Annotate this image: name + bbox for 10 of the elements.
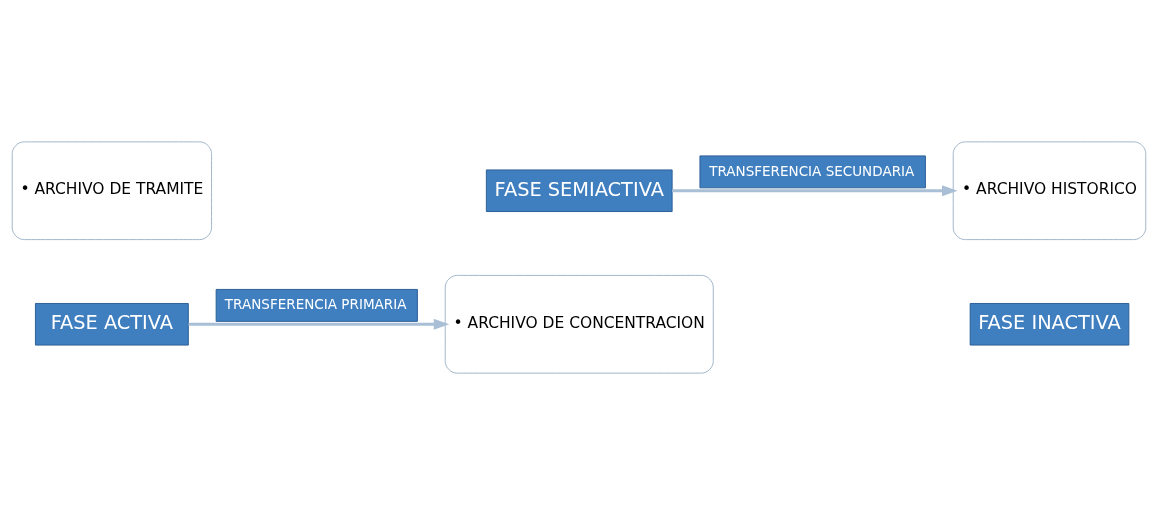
node-box: • ARCHIVO HISTORICO xyxy=(952,140,1147,240)
node-box: FASE SEMIACTIVA xyxy=(485,168,673,212)
node-box: • ARCHIVO DE TRAMITE xyxy=(11,140,213,240)
node-box: • ARCHIVO DE CONCENTRACION xyxy=(444,274,714,374)
edge-label: TRANSFERENCIA PRIMARIA xyxy=(224,295,407,312)
arrow xyxy=(188,318,450,330)
arrow xyxy=(672,184,958,196)
node-box: FASE INACTIVA xyxy=(969,302,1130,346)
node-box: FASE ACTIVA xyxy=(34,302,189,346)
edge-label: TRANSFERENCIA SECUNDARIA xyxy=(709,162,915,179)
